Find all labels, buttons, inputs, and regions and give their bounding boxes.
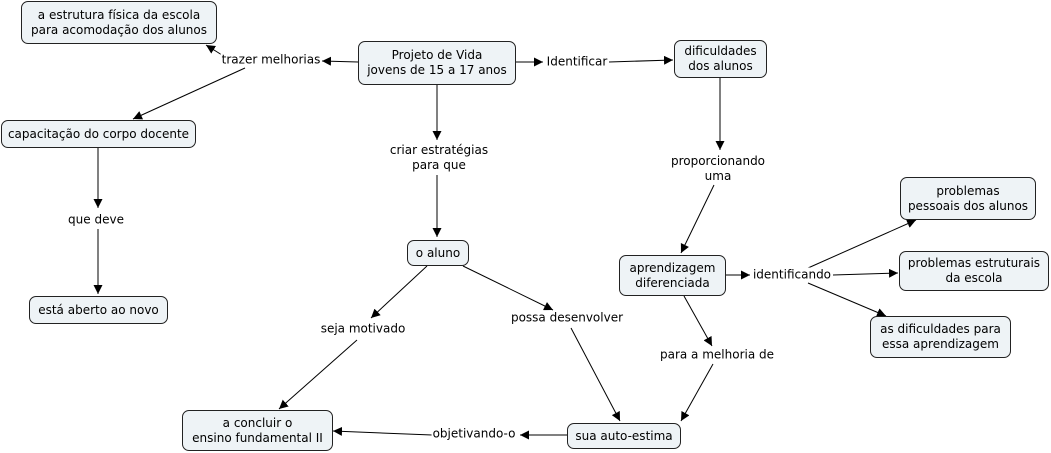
edge-trazer-estrutura xyxy=(205,44,223,56)
edge-identificando-dificuldades-apr xyxy=(807,282,887,317)
edge-aluno-seja xyxy=(370,265,428,319)
link-objetivando: objetivando-o xyxy=(431,426,517,442)
concept-concluir-ensino[interactable]: a concluir o ensino fundamental II xyxy=(182,410,333,451)
edge-melhoria-autoestima xyxy=(680,363,714,422)
edge-objetivando-concluir xyxy=(332,426,433,436)
concept-capacitacao-docente[interactable]: capacitação do corpo docente xyxy=(1,120,196,148)
concept-problemas-pessoais[interactable]: problemas pessoais dos alunos xyxy=(900,177,1036,220)
edge-possa-autoestima xyxy=(570,327,621,422)
edge-identificando-estruturais xyxy=(832,268,899,278)
edge-proporcionando-aprendizagem xyxy=(680,184,715,254)
concept-dificuldades-alunos[interactable]: dificuldades dos alunos xyxy=(674,40,767,78)
concept-projeto-de-vida[interactable]: Projeto de Vida jovens de 15 a 17 anos xyxy=(358,41,516,85)
concept-problemas-estruturais[interactable]: problemas estruturais da escola xyxy=(899,251,1049,291)
edge-projeto-trazer xyxy=(321,56,359,66)
link-trazer-melhorias: trazer melhorias xyxy=(220,52,322,68)
edge-identificando-pessoais xyxy=(807,219,917,269)
link-proporcionando: proporcionando uma xyxy=(669,154,767,184)
link-identificando: identificando xyxy=(751,267,833,283)
link-identificar: Identificar xyxy=(545,54,609,70)
concept-auto-estima[interactable]: sua auto-estima xyxy=(567,423,681,449)
link-para-a-melhoria: para a melhoria de xyxy=(658,347,776,363)
edge-aluno-possa xyxy=(462,265,554,311)
concept-dificuldades-aprendizagem[interactable]: as dificuldades para essa aprendizagem xyxy=(870,316,1011,358)
concept-aberto-ao-novo[interactable]: está aberto ao novo xyxy=(29,296,168,324)
concept-aprendizagem-diferenciada[interactable]: aprendizagem diferenciada xyxy=(619,255,726,296)
link-criar-estrategias: criar estratégias para que xyxy=(388,143,490,173)
concept-estrutura-fisica[interactable]: a estrutura física da escola para acomod… xyxy=(21,1,217,44)
edge-identificar-dificuldades xyxy=(608,55,674,65)
edge-trazer-capacitacao xyxy=(132,67,246,120)
link-que-deve: que deve xyxy=(67,212,125,228)
edge-aprendizagem-melhoria xyxy=(683,295,713,347)
link-possa-desenvolver: possa desenvolver xyxy=(509,310,625,326)
edge-seja-concluir xyxy=(278,339,358,410)
concept-o-aluno[interactable]: o aluno xyxy=(407,240,469,266)
link-seja-motivado: seja motivado xyxy=(319,321,407,337)
